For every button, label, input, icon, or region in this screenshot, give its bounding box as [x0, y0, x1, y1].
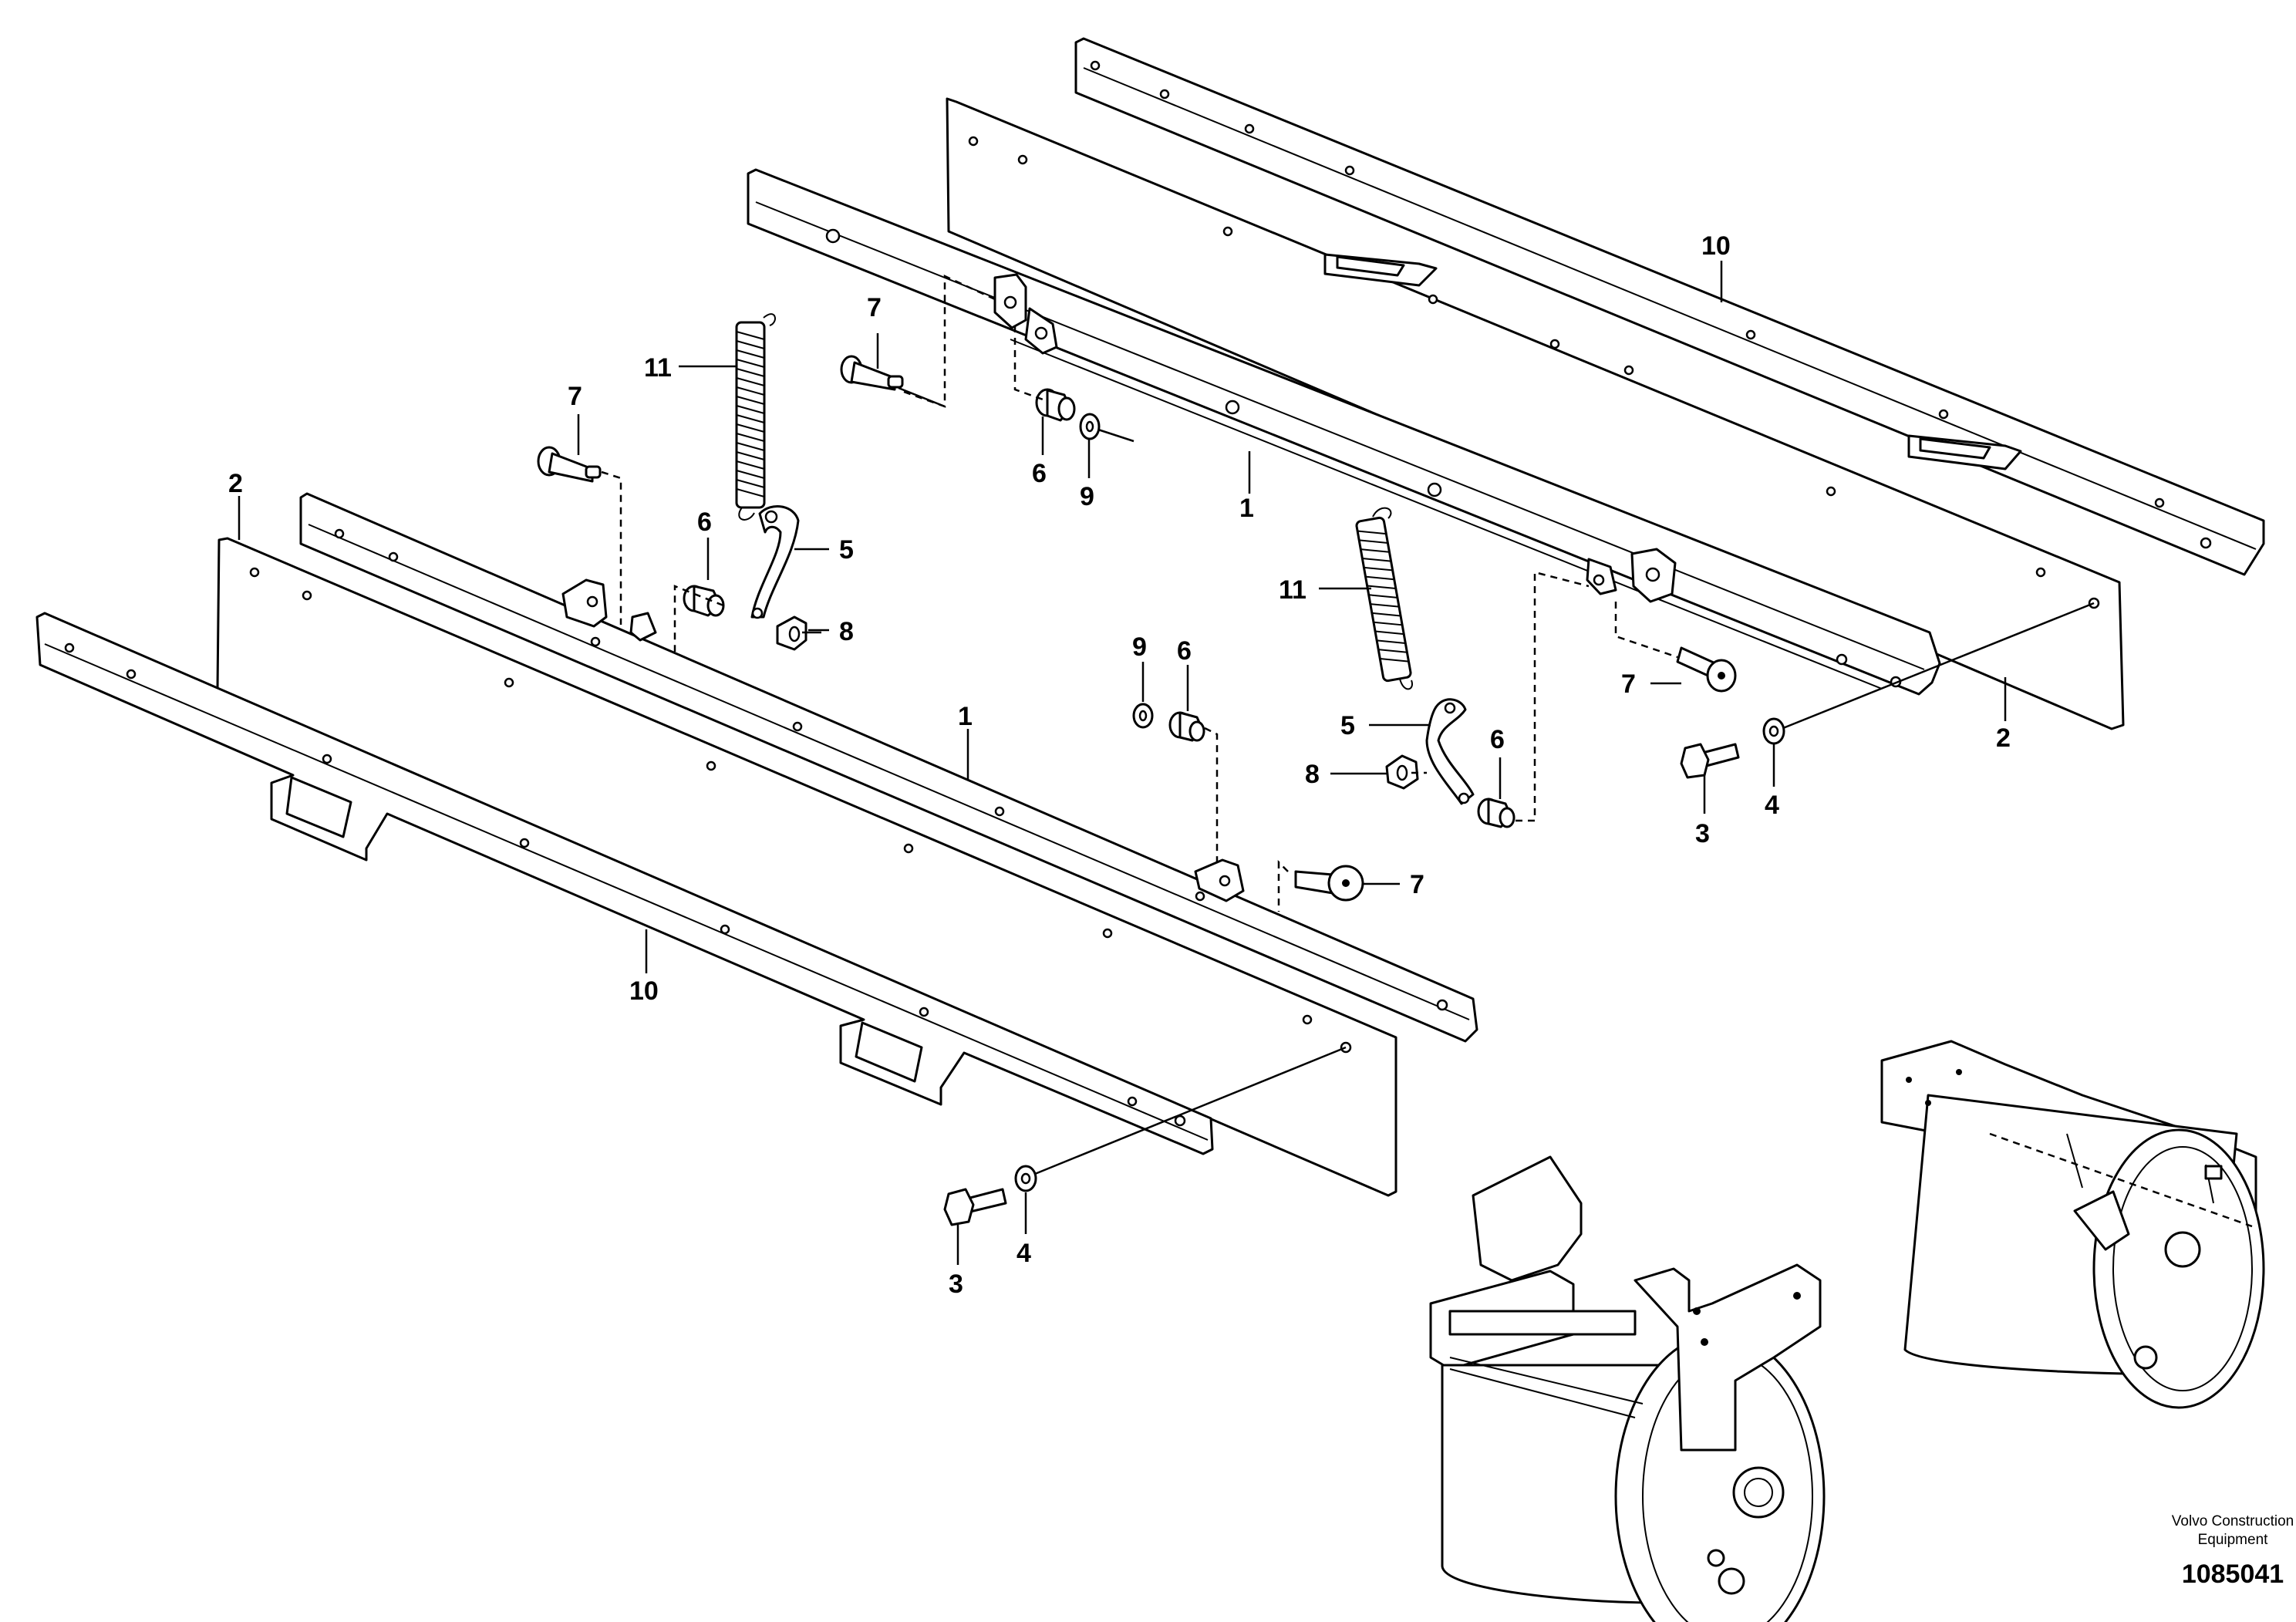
- callout-11-left: 11: [644, 353, 672, 383]
- bushing-6-upper: [1035, 388, 1076, 422]
- bolt-axis-lines: [898, 386, 2095, 1175]
- bushing-6-lower-mid: [1168, 711, 1205, 742]
- drum-assembly-thumbnail-left: [1429, 1155, 1826, 1622]
- callout-7-c: 7: [1410, 870, 1424, 899]
- callout-2-upper: 2: [1996, 723, 2011, 753]
- tension-spring-11-lower: [1355, 507, 1413, 690]
- callout-7-b: 7: [568, 382, 582, 411]
- pivot-pin-7-upper: [840, 355, 904, 391]
- nut-8-lower: [1385, 754, 1419, 790]
- washer-9-upper: [1079, 413, 1101, 440]
- pivot-pin-7-lower: [1294, 865, 1364, 902]
- callout-5-left: 5: [839, 535, 854, 565]
- callout-10-lower: 10: [629, 976, 659, 1006]
- tension-spring-11-upper: [735, 313, 776, 521]
- callout-4-right: 4: [1765, 791, 1779, 820]
- scraper-strip-10-upper: [1074, 37, 2265, 576]
- assembly-lines: [601, 275, 1678, 912]
- brand-line-2: Equipment: [2198, 1532, 2269, 1548]
- callout-3-right: 3: [1695, 819, 1710, 848]
- scraper-plate-2-upper: [946, 97, 2125, 730]
- callout-6-d: 6: [1490, 725, 1505, 754]
- callout-1-lower: 1: [958, 702, 973, 731]
- callout-leaders: [238, 261, 2007, 1265]
- callout-labels: 10 1 2 7 6 9 11 7 6 5 8 2 1 10 9 6 11 5 …: [228, 231, 2011, 1299]
- callout-8-left: 8: [839, 617, 854, 646]
- scraper-strip-10-lower: [35, 612, 1214, 1155]
- lever-arm-5-lower: [1425, 698, 1475, 805]
- callout-11-right: 11: [1279, 575, 1306, 605]
- callout-3-left: 3: [949, 1270, 963, 1299]
- callout-9-lower: 9: [1132, 632, 1147, 662]
- callout-6-a: 6: [1032, 459, 1047, 488]
- washer-4-right: [1762, 717, 1785, 745]
- lever-arm-5-upper: [750, 505, 800, 619]
- callout-9-upper: 9: [1080, 482, 1094, 511]
- callout-7-a: 7: [867, 293, 882, 322]
- callout-7-d: 7: [1621, 669, 1636, 699]
- scraper-holder-1-upper: [747, 168, 1941, 696]
- callout-1-upper: 1: [1239, 494, 1254, 523]
- callout-6-b: 6: [697, 508, 712, 537]
- bushing-6-upper-left: [683, 585, 725, 617]
- callout-10-upper: 10: [1701, 231, 1731, 261]
- document-number: 1085041: [2182, 1560, 2284, 1589]
- bolt-3-left: [943, 1188, 1007, 1226]
- pivot-pin-7-upper-left: [537, 446, 602, 483]
- callout-4-left: 4: [1017, 1239, 1031, 1268]
- brand-line-1: Volvo Construction: [2172, 1513, 2294, 1529]
- bushing-6-lower-right: [1477, 798, 1515, 828]
- callout-5-right: 5: [1340, 711, 1355, 740]
- callout-8-right: 8: [1305, 760, 1320, 789]
- bolt-3-right: [1680, 743, 1740, 779]
- scraper-holder-1-lower: [299, 492, 1478, 1043]
- washer-9-lower: [1132, 703, 1154, 729]
- pivot-pin-7-upper-right: [1676, 646, 1737, 693]
- washer-4-left: [1014, 1165, 1037, 1192]
- callout-6-c: 6: [1177, 636, 1192, 666]
- nut-8-upper-left: [776, 615, 807, 651]
- drum-assembly-thumbnail-right: [1880, 1040, 2265, 1409]
- callout-2-lower: 2: [228, 469, 243, 498]
